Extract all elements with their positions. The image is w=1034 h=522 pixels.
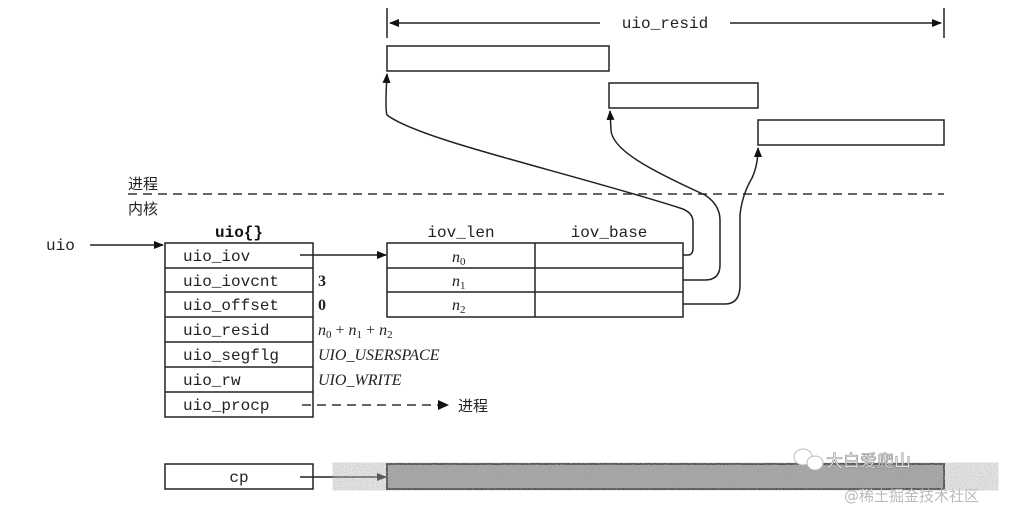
cp-label: cp — [229, 469, 248, 487]
uio-pointer-label: uio — [46, 237, 75, 255]
iovec-table: n0 n1 n2 — [386, 242, 684, 318]
watermark: 大白爱爬山 @稀土掘金技术社区 — [793, 448, 979, 505]
watermark-site: @稀土掘金技术社区 — [844, 487, 979, 505]
wechat-icon — [793, 448, 824, 471]
resid-span: uio_resid — [386, 8, 945, 38]
iov-base-0-pointer — [382, 73, 694, 256]
user-space-label: 进程 — [128, 175, 158, 193]
kernel-buffer-texture — [388, 465, 943, 488]
iov-len-1: n1 — [452, 273, 466, 292]
uio-struct: uio_iov uio_iovcnt uio_offset uio_resid … — [164, 242, 314, 418]
uio-struct-frame — [164, 242, 314, 418]
header-iov-base: iov_base — [571, 224, 648, 242]
iov-base-2-pointer — [672, 147, 762, 305]
user-buffer-2 — [757, 119, 945, 146]
field-uio-iovcnt: uio_iovcnt — [183, 273, 279, 291]
resid-span-label: uio_resid — [622, 15, 708, 33]
value-uio-offset: 0 — [318, 297, 326, 314]
field-uio-resid: uio_resid — [183, 322, 269, 340]
uio-struct-title: uio{} — [215, 224, 263, 242]
iov-len-2: n2 — [452, 297, 466, 316]
procp-target-label: 进程 — [458, 397, 488, 415]
field-uio-procp: uio_procp — [183, 397, 269, 415]
value-uio-resid: n0 + n1 + n2 — [318, 322, 393, 341]
field-uio-iov: uio_iov — [183, 248, 251, 266]
iov-len-0: n0 — [452, 249, 466, 268]
value-uio-iovcnt: 3 — [318, 273, 326, 290]
kernel-space-label: 内核 — [128, 200, 158, 218]
procp-arrowhead — [438, 400, 449, 410]
header-iov-len: iov_len — [427, 224, 494, 242]
field-uio-rw: uio_rw — [183, 372, 241, 390]
user-buffer-1 — [608, 82, 759, 109]
field-uio-segflg: uio_segflg — [183, 347, 279, 365]
iov-base-1-pointer — [606, 110, 721, 281]
watermark-author: 大白爱爬山 — [826, 452, 911, 472]
field-uio-offset: uio_offset — [183, 297, 279, 315]
user-buffer-0 — [386, 45, 610, 72]
value-uio-segflg: UIO_USERSPACE — [318, 347, 440, 364]
value-uio-rw: UIO_WRITE — [318, 372, 402, 389]
